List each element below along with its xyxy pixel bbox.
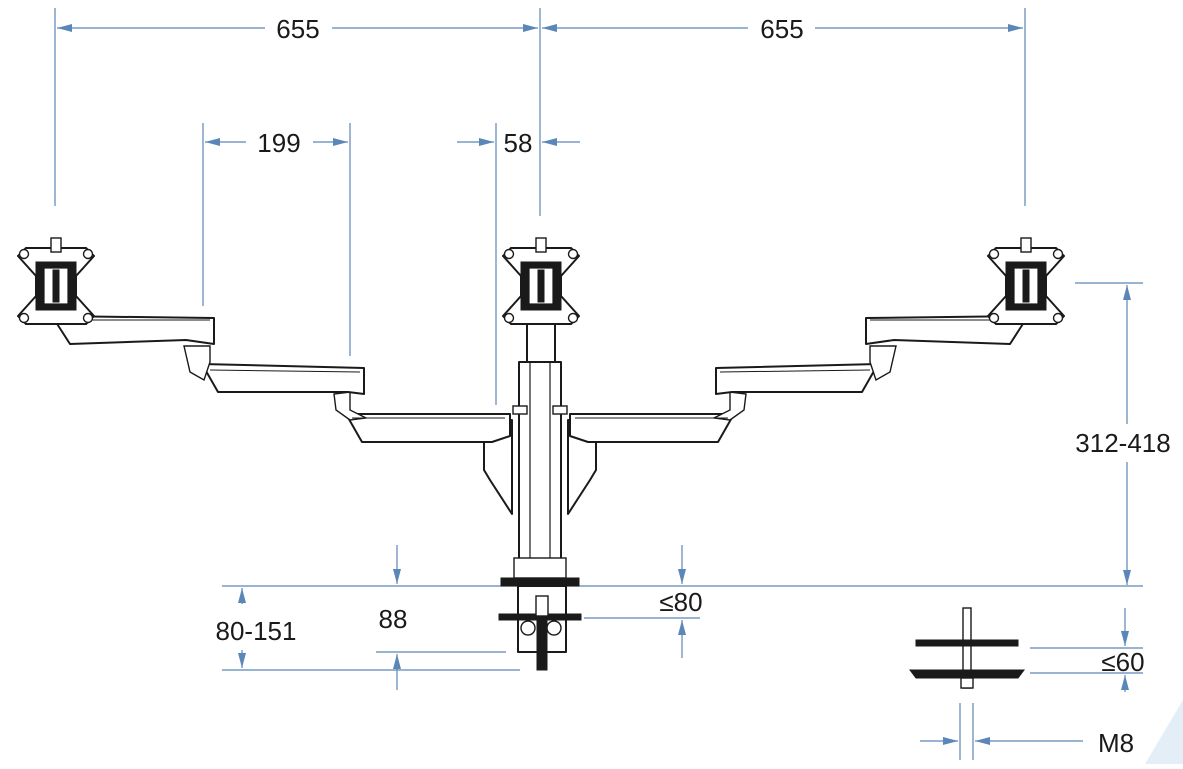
grommet-mount: [909, 607, 1025, 689]
center-vesa-mount: [502, 237, 580, 325]
label-left-reach: 655: [276, 14, 319, 44]
center-pole: [512, 309, 568, 585]
right-vesa-mount: [987, 237, 1065, 325]
label-clamp-range: 80-151: [216, 616, 297, 646]
label-center-offset: 58: [504, 128, 533, 158]
dimension-lines: [54, 8, 1143, 760]
label-desk-thickness-max: ≤80: [659, 587, 702, 617]
label-height-range: 312-418: [1075, 428, 1170, 458]
label-right-reach: 655: [760, 14, 803, 44]
left-arm: [51, 315, 513, 515]
dimension-labels: 655 655 199 58 312-418 80-151 88 ≤80 ≤60…: [216, 14, 1171, 758]
left-vesa-mount: [17, 237, 95, 325]
desk-clamp: [498, 577, 582, 671]
label-grommet-thickness-max: ≤60: [1101, 647, 1144, 677]
label-clamp-depth: 88: [379, 604, 408, 634]
label-bolt-size: M8: [1098, 728, 1134, 758]
label-arm-segment: 199: [257, 128, 300, 158]
corner-accent: [1145, 700, 1183, 764]
right-arm: [567, 315, 1029, 515]
